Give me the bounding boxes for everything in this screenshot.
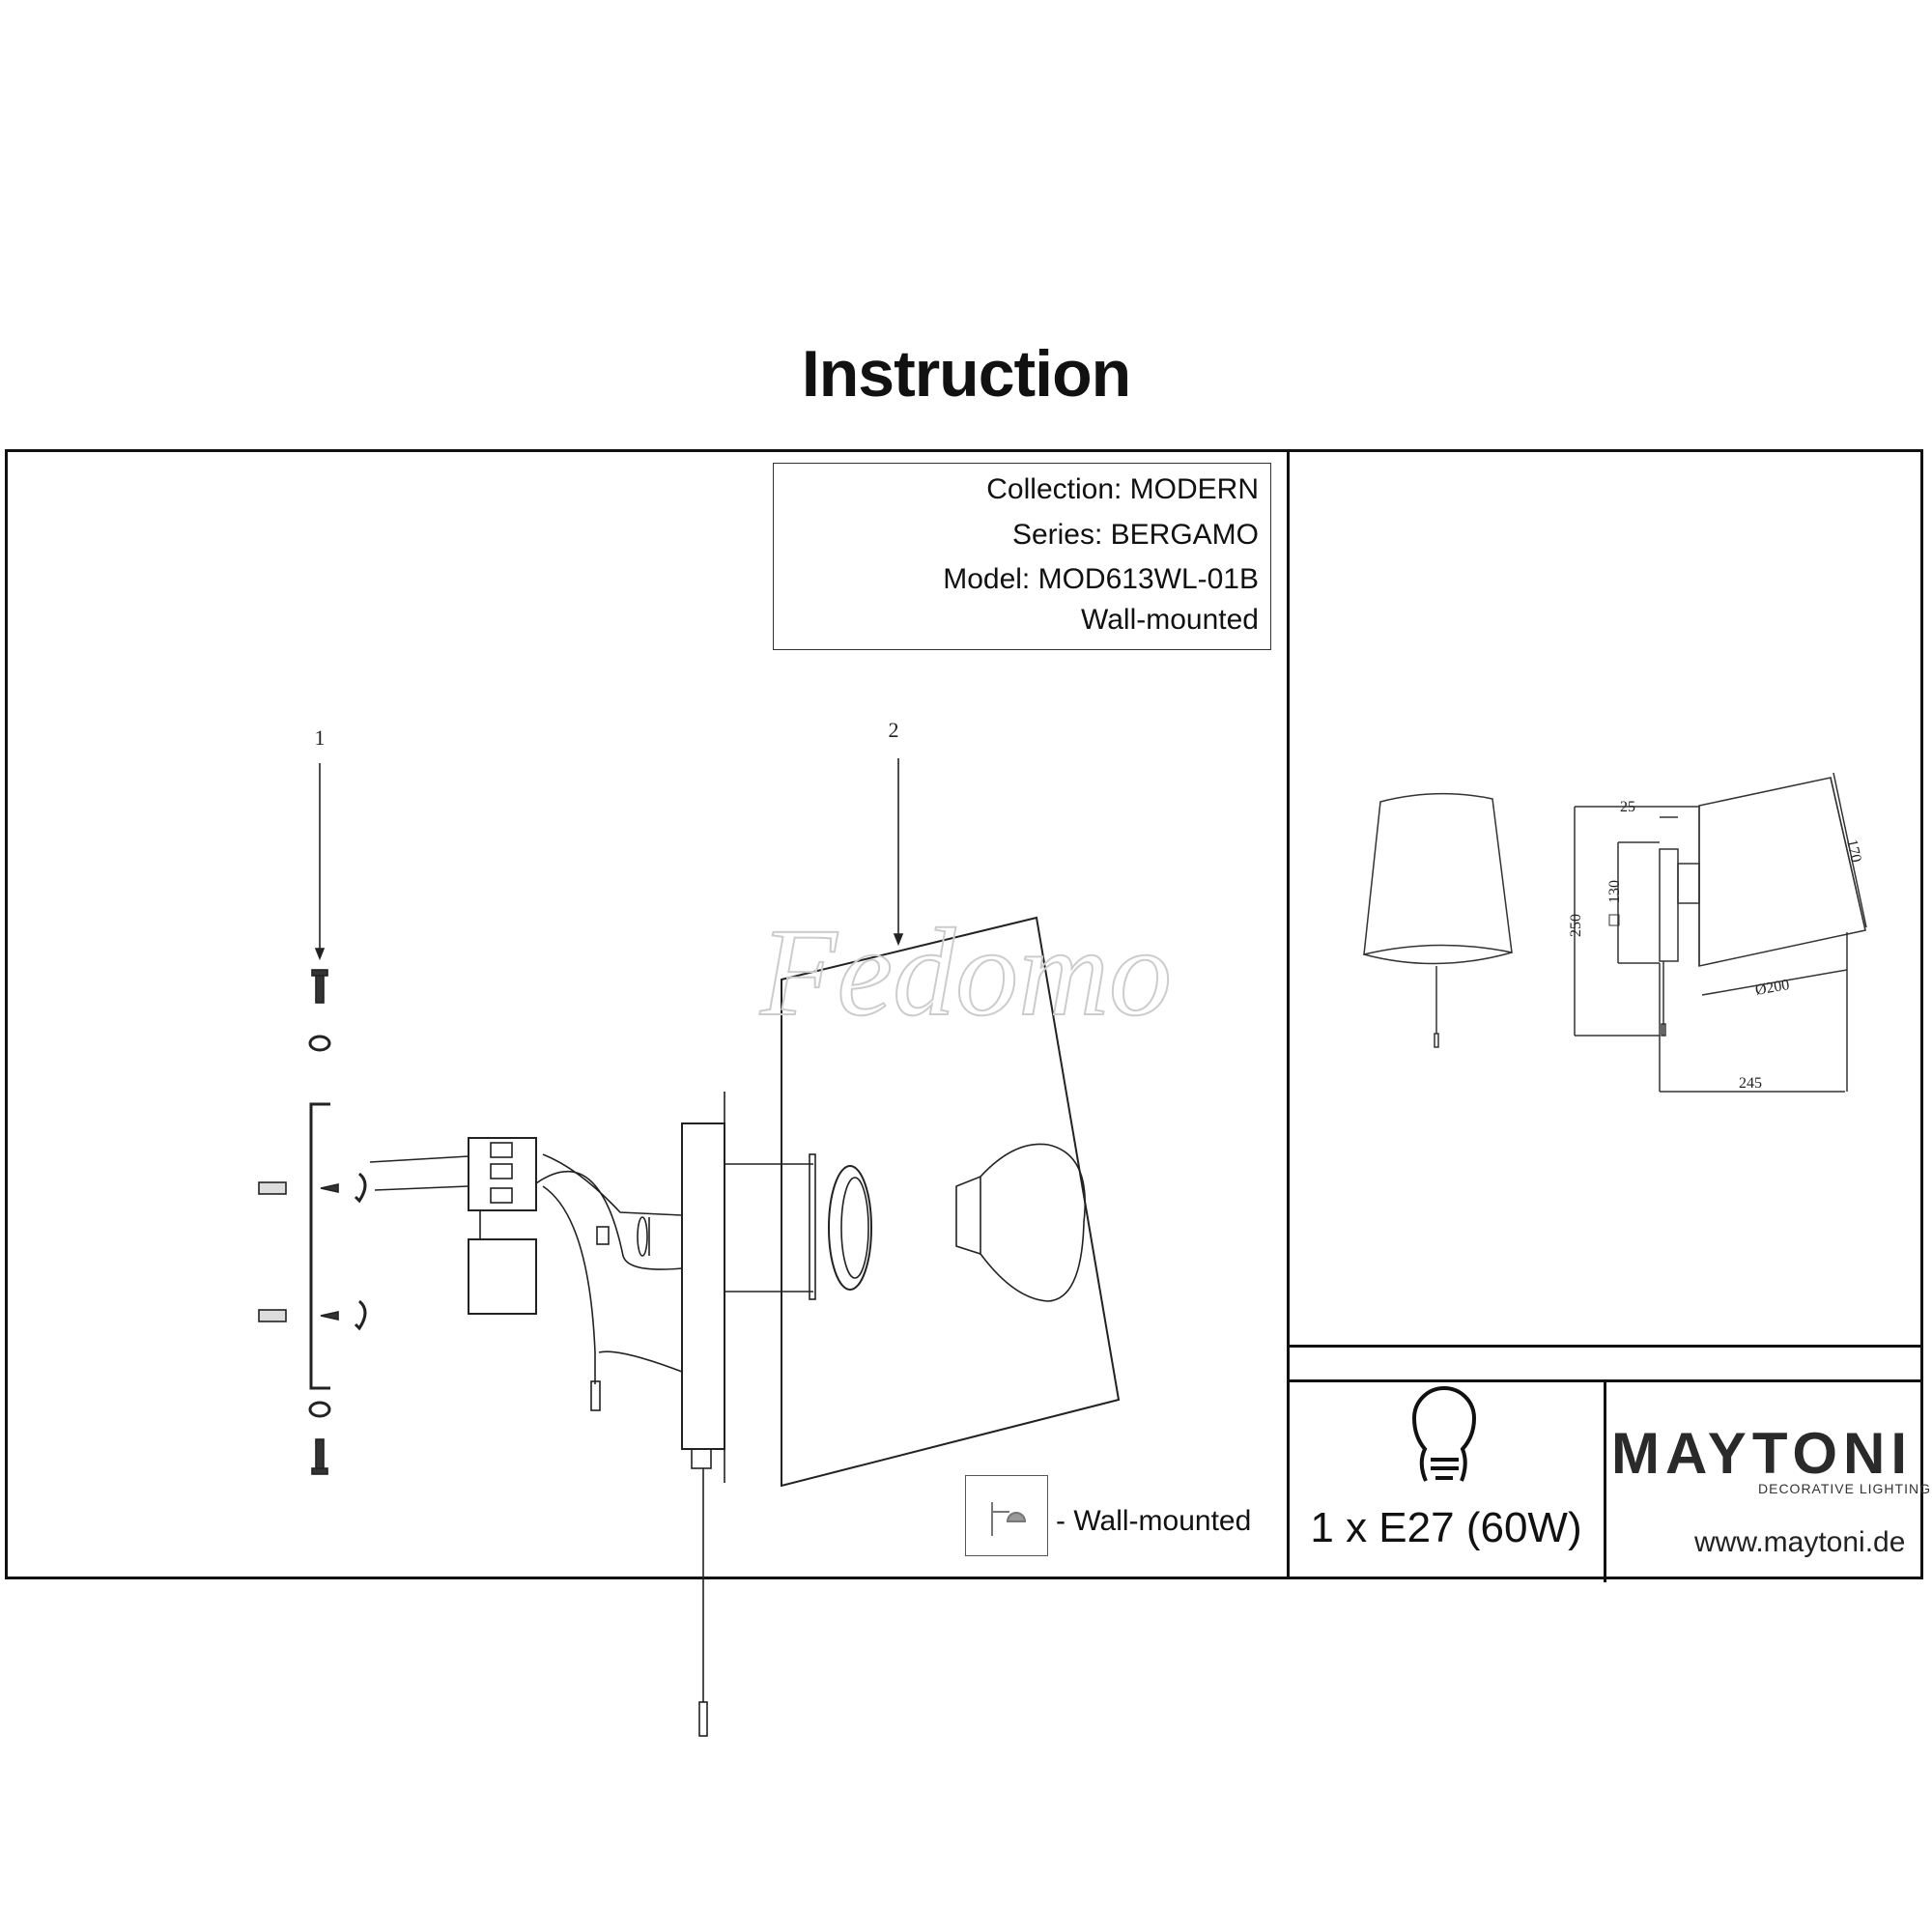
divider — [1287, 1345, 1923, 1348]
terminal-block — [468, 1137, 537, 1211]
rotate-arrow-icon — [354, 1172, 367, 1204]
product-info-box: Collection: MODERN Series: BERGAMO Model… — [773, 463, 1271, 650]
washer-icon — [308, 1401, 331, 1418]
screw-icon — [320, 1183, 339, 1321]
transformer-box — [468, 1238, 537, 1315]
page-title: Instruction — [801, 337, 1131, 411]
legend-label: - Wall-mounted — [1056, 1505, 1252, 1537]
shade-ring — [828, 1165, 872, 1291]
front-view-shade — [1363, 792, 1513, 955]
wire-connector — [590, 1380, 601, 1411]
watermark: Fedomo — [759, 903, 1172, 1042]
dim-height: 250 — [1568, 914, 1584, 937]
backplate — [681, 1122, 725, 1450]
dim-plate-offset: 25 — [1620, 799, 1635, 815]
wall-anchor-icon — [258, 1181, 287, 1322]
wall-mount-legend-box — [965, 1475, 1048, 1556]
mounting-bracket — [309, 1102, 330, 1390]
brand-tagline: DECORATIVE LIGHTING — [1758, 1481, 1931, 1496]
rotate-arrow-icon — [354, 1299, 367, 1331]
pull-cord-handle[interactable] — [698, 1701, 708, 1737]
panel-divider — [1287, 449, 1290, 1579]
light-bulb-drawing — [955, 1143, 1086, 1302]
brand-url[interactable]: www.maytoni.de — [1694, 1526, 1906, 1558]
brand-logo: MAYTONI — [1611, 1421, 1914, 1486]
washer-icon — [308, 1035, 331, 1052]
dim-shade-diameter: Ø200 — [1754, 977, 1791, 999]
dim-plate-height: 130 — [1606, 880, 1623, 903]
dimension-drawing — [1363, 772, 1867, 1093]
light-bulb-icon — [1411, 1386, 1477, 1482]
divider — [1604, 1379, 1606, 1582]
instruction-frame — [5, 449, 1923, 1579]
part-label-2: 2 — [889, 718, 899, 742]
screw-icon — [311, 1438, 328, 1475]
screw-icon — [311, 969, 328, 1004]
part-label-1: 1 — [315, 725, 326, 750]
mounting-text: Wall-mounted — [1081, 604, 1259, 636]
collection-text: Collection: MODERN — [986, 473, 1259, 505]
series-text: Series: BERGAMO — [1011, 519, 1259, 551]
wall-mount-icon — [991, 1502, 1027, 1536]
side-backplate — [1659, 848, 1679, 962]
model-text: Model: MOD613WL-01B — [943, 563, 1259, 595]
dim-projection: 245 — [1739, 1075, 1762, 1092]
dim-shade-height: 170 — [1843, 838, 1864, 864]
lamp-spec: 1 x E27 (60W) — [1310, 1504, 1582, 1551]
